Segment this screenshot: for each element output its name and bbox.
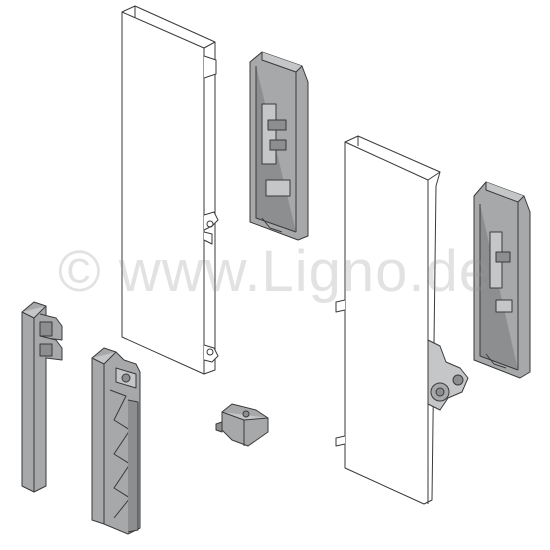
hinge-mechanism — [427, 339, 469, 411]
front-panel-right — [335, 135, 441, 505]
zigzag-post — [91, 347, 141, 535]
front-panel-left — [121, 5, 219, 375]
stabilizer-post — [21, 301, 63, 493]
end-cap-left — [249, 51, 309, 241]
end-cap-right — [473, 181, 531, 379]
small-clip — [215, 403, 269, 447]
